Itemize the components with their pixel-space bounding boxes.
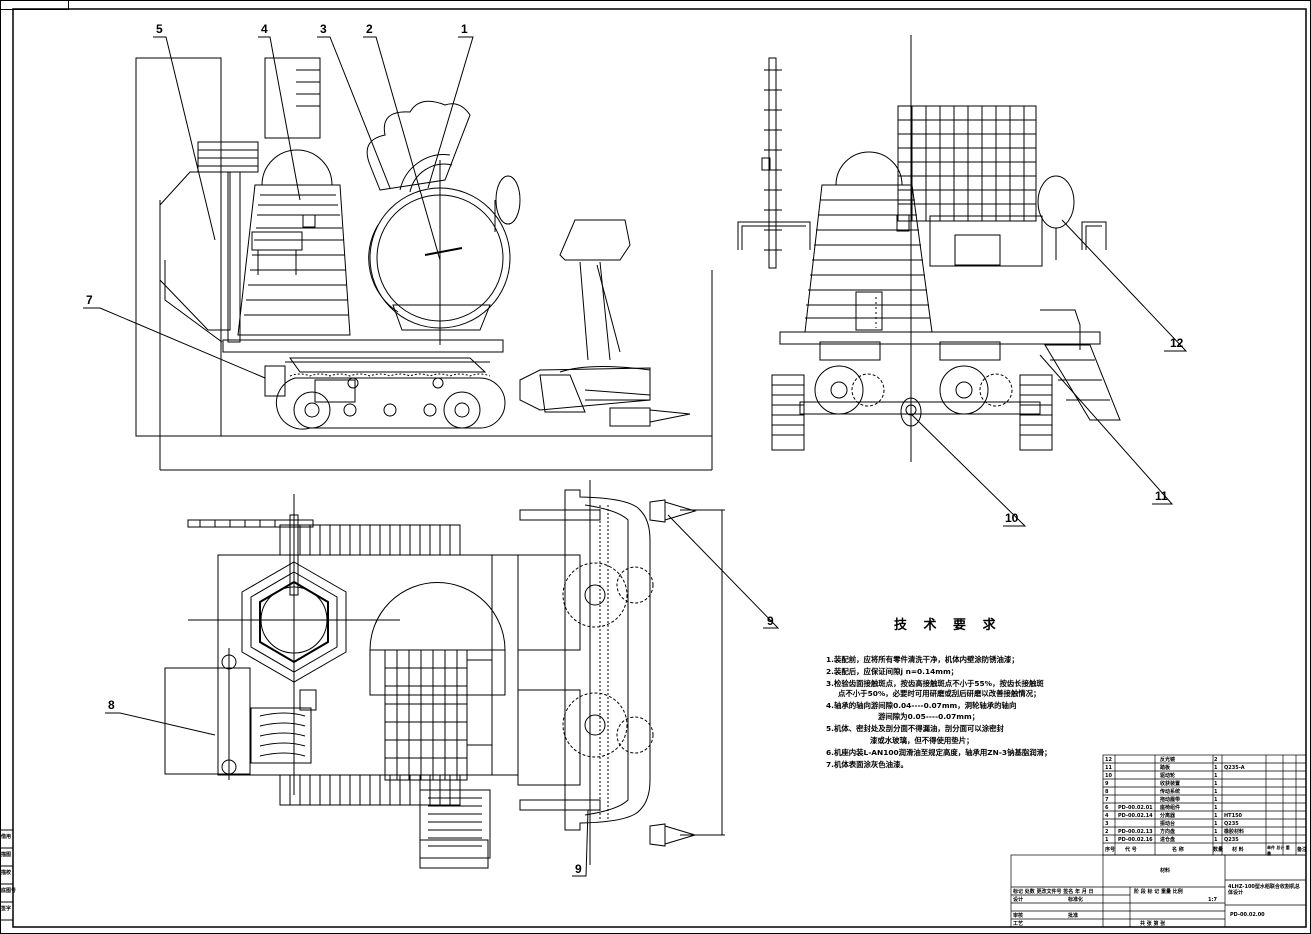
requirement-line: 4.轴承的轴向游间隙0.04----0.07mm，洞轮轴承的轴向 xyxy=(826,701,1017,710)
bom-cell: 2 xyxy=(1105,829,1109,835)
bom-cell: 1 xyxy=(1105,837,1109,843)
bom-cell: 10 xyxy=(1105,773,1112,779)
callout-1: 1 xyxy=(461,22,468,36)
bom-cell: 8 xyxy=(1105,789,1109,795)
material-label: 材料 xyxy=(1160,868,1171,874)
callout-10: 10 xyxy=(1005,511,1019,525)
callout-9-right: 9 xyxy=(767,614,774,628)
bom-cell: 4 xyxy=(1105,813,1109,819)
bom-header-material: 材 料 xyxy=(1232,847,1244,853)
bom-cell: 3 xyxy=(1105,821,1109,827)
callout-3: 3 xyxy=(320,22,327,36)
inner-frame xyxy=(12,8,1307,928)
side-stamp-2: 描图 xyxy=(1,852,12,858)
title-block xyxy=(1010,754,1307,928)
requirement-line: 游间隙为0.05----0.07mm； xyxy=(878,712,980,721)
stage-row: 阶 段 标 记 重量 比例 xyxy=(1134,889,1183,895)
bom-header-note: 备注 xyxy=(1297,847,1308,853)
side-stamp-5: 签字 xyxy=(1,906,12,912)
bom-header-name: 名 称 xyxy=(1172,847,1184,853)
requirement-line: 2.装配后，应保证间隙j n=0.14mm； xyxy=(826,667,959,676)
bom-cell: 11 xyxy=(1105,765,1112,771)
bom-header-weight: 单件 总计 重 量 xyxy=(1267,845,1290,856)
callout-11: 11 xyxy=(1155,489,1168,503)
callout-9-bottom: 9 xyxy=(575,862,582,876)
bom-cell: 9 xyxy=(1105,781,1109,787)
role-standard: 标准化 xyxy=(1068,897,1084,903)
role-process: 工艺 xyxy=(1013,921,1024,927)
requirement-line: 3.检验齿面接触斑点，按齿高接触斑点不小于55%，按齿长接触斑 xyxy=(826,679,1044,688)
side-view xyxy=(135,57,713,471)
bom-cell: 1 xyxy=(1214,797,1218,803)
bom-cell: 传动系统 xyxy=(1160,789,1181,795)
leader-lines xyxy=(83,36,1188,877)
bom-cell: 1 xyxy=(1214,789,1218,795)
bom-cell: 振动台 xyxy=(1160,821,1176,827)
side-stamp-3: 描校 xyxy=(1,870,12,876)
callout-8: 8 xyxy=(108,698,115,712)
side-stamp-1: 借用 xyxy=(1,834,12,840)
bom-cell: 1 xyxy=(1214,773,1218,779)
bom-cell: 1 xyxy=(1214,837,1218,843)
bom-cell: 座椅组件 xyxy=(1160,805,1181,811)
bom-cell: Q235-A xyxy=(1224,765,1245,771)
bom-cell: 反光镜 xyxy=(1160,757,1176,763)
callout-4: 4 xyxy=(261,22,268,36)
callout-5: 5 xyxy=(156,22,163,36)
bom-cell: PD-00.02.14 xyxy=(1118,813,1153,819)
bom-cell: PD-00.02.16 xyxy=(1118,837,1153,843)
bom-cell: PD-00.02.01 xyxy=(1118,805,1153,811)
role-design: 设计 xyxy=(1013,897,1024,903)
callout-2: 2 xyxy=(366,22,373,36)
bom-header-no: 序号 xyxy=(1105,847,1116,853)
bom-cell: 1 xyxy=(1214,821,1218,827)
requirement-line: 7.机体表面涂灰色油漆。 xyxy=(826,760,908,769)
bom-cell: 驱动轮 xyxy=(1160,773,1176,779)
drawing-number: PD-00.02.00 xyxy=(1230,912,1265,918)
bom-cell: 7 xyxy=(1105,797,1109,803)
revision-row: 标记 处数 更改文件号 签名 年 月 日 xyxy=(1013,889,1094,895)
requirement-line: 5.机体、密封处及剖分面不得漏油，剖分面可以涂密封 xyxy=(826,724,1004,733)
bom-cell: Q235 xyxy=(1224,837,1239,843)
bom-cell: 踏板 xyxy=(1160,765,1171,771)
callout-12: 12 xyxy=(1170,336,1184,350)
corner-box xyxy=(0,0,69,10)
bom-cell: 进仓盘 xyxy=(1160,837,1176,843)
bom-cell: 1 xyxy=(1214,765,1218,771)
bom-cell: HT150 xyxy=(1224,813,1243,819)
side-stamp-4: 底图号 xyxy=(1,888,17,894)
requirements-title: 技 术 要 求 xyxy=(894,618,1002,633)
left-stamp-strip xyxy=(0,829,13,921)
bom-cell: 1 xyxy=(1214,829,1218,835)
bom-cell: 分离器 xyxy=(1160,813,1176,819)
requirement-line: 1.装配前，应将所有零件清洗干净，机体内壁涂防锈油漆； xyxy=(826,655,1019,664)
requirement-line: 6.机座内装L-AN100润滑油至规定高度，轴承用ZN-3钠基脂润滑； xyxy=(826,748,1052,757)
requirement-line: 点不小于50%，必要时可用研磨或刮后研磨以改善接触情况； xyxy=(838,689,1041,698)
sheet-row: 共 张 第 张 xyxy=(1140,921,1166,927)
bom-cell: 1 xyxy=(1214,805,1218,811)
bom-cell: PD-00.02.13 xyxy=(1118,829,1153,835)
bom-cell: 1 xyxy=(1214,813,1218,819)
scale-value: 1:7 xyxy=(1208,897,1217,903)
bom-cell: 1 xyxy=(1214,781,1218,787)
bom-cell: Q235 xyxy=(1224,821,1239,827)
bom-header-code: 代 号 xyxy=(1125,847,1137,853)
bom-cell: 拖动履带 xyxy=(1160,797,1181,803)
bom-cell: 方向盘 xyxy=(1160,829,1176,835)
drawing-title: 4LHZ-100型水稻联合收割机总体设计 xyxy=(1228,884,1300,896)
front-view xyxy=(737,35,1121,462)
bom-cell: 2 xyxy=(1214,757,1218,763)
top-view xyxy=(164,480,725,869)
bom-cell: 收获装置 xyxy=(1160,781,1181,787)
bom-header-qty: 数量 xyxy=(1213,847,1224,853)
bom-cell: 橡胶材料 xyxy=(1224,829,1245,835)
role-approve: 批准 xyxy=(1068,913,1079,919)
requirement-line: 漆或水玻璃，但不得使用垫片； xyxy=(870,736,974,745)
role-review: 审核 xyxy=(1013,913,1024,919)
bom-cell: 6 xyxy=(1105,805,1109,811)
callout-7: 7 xyxy=(86,293,93,307)
bom-cell: 12 xyxy=(1105,757,1112,763)
